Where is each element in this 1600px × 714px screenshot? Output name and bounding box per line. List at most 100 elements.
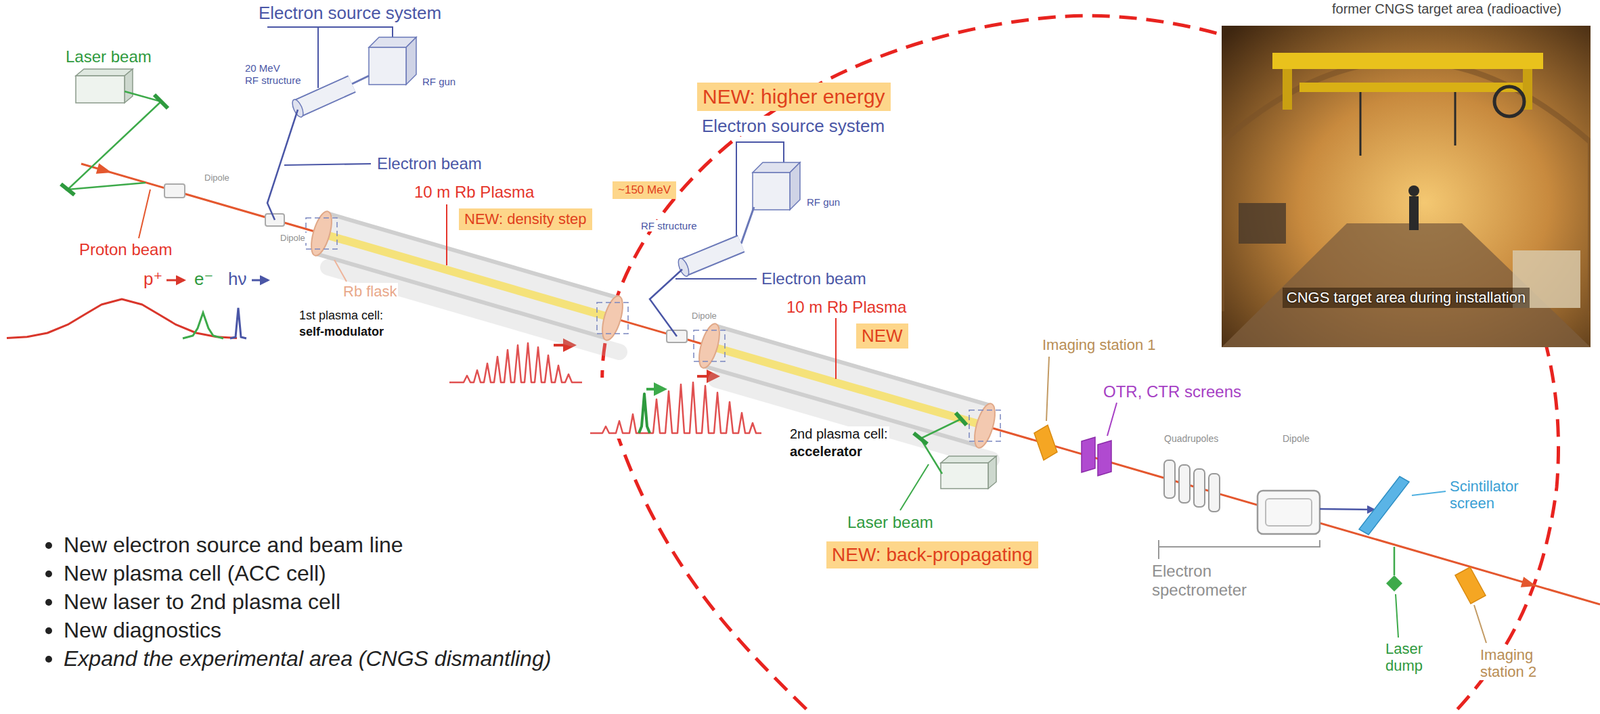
diagnostics <box>1097 440 1112 476</box>
diagnostic-label: Imaging station 2 <box>1478 646 1538 681</box>
beam-label: Electron beam <box>375 154 484 173</box>
bullet-dot <box>45 570 53 578</box>
laser-1 <box>75 75 125 103</box>
leader-line <box>446 204 448 266</box>
diagnostic-label: Laser dump <box>1384 640 1433 675</box>
new-tag: NEW: density step <box>458 208 593 231</box>
electron-source-2 <box>752 172 790 210</box>
energy-label: 20 MeV <box>243 62 282 74</box>
bullet-dot <box>45 542 53 663</box>
diagnostics <box>1257 490 1320 535</box>
bunch-profile <box>6 299 237 339</box>
component-label: Quadrupoles <box>1162 433 1220 444</box>
component-label: RF gun <box>420 75 457 88</box>
beam-label: Electron beam <box>760 269 868 289</box>
diagnostics <box>1319 508 1374 510</box>
tag-text: NEW: back-propagating <box>831 543 1033 567</box>
system-label: Electron source system <box>257 3 443 24</box>
component-label: RF gun <box>805 196 842 208</box>
tunnel-photo <box>1409 196 1419 231</box>
electron-source-2 <box>741 207 754 244</box>
plasma-cell <box>305 209 1001 451</box>
bullet-text: New plasma cell (ACC cell) <box>62 561 328 586</box>
leader-line <box>1395 594 1399 638</box>
laser-2 <box>940 456 997 463</box>
diagnostics <box>1193 469 1205 507</box>
leader-line <box>900 464 929 511</box>
electron-source-1 <box>297 83 352 109</box>
component-label: Dipole <box>1281 433 1311 444</box>
note-text: former CNGS target area (radioactive) <box>1330 1 1563 17</box>
diagnostic-label: Imaging station 2 <box>1478 646 1564 681</box>
component-label: RF gun <box>420 75 457 88</box>
electron-source-2 <box>683 243 742 268</box>
tunnel-photo <box>1494 86 1525 117</box>
component-label: RF structure <box>639 219 699 232</box>
dipole-magnet <box>164 184 185 198</box>
system-label: Electron source system <box>257 2 443 24</box>
component-label: Dipole <box>278 233 307 244</box>
diagnostic-label: Scintillator screen <box>1448 477 1544 513</box>
electron-source-1 <box>368 47 407 85</box>
beam-label: Electron beam <box>760 269 868 288</box>
bullet-text: New electron source and beam line <box>62 532 405 558</box>
diagnostics <box>1179 464 1190 503</box>
tunnel-photo <box>1454 92 1457 146</box>
plasma-cell <box>305 217 338 250</box>
leader-line <box>334 259 347 282</box>
leader-line <box>1046 356 1050 421</box>
plasma-label: 10 m Rb Plasma <box>412 182 536 202</box>
new-tag: NEW <box>856 323 909 349</box>
component-label: Electron spectrometer <box>1150 561 1249 599</box>
leader-line <box>1107 402 1117 436</box>
system-label: Electron source system <box>700 116 886 137</box>
laser-2 <box>920 418 962 474</box>
bunch-profile <box>166 279 185 282</box>
energy-tag: ~150 MeV <box>612 181 677 199</box>
proton-beam-line <box>1520 576 1537 587</box>
photo-panel: CNGS target area during installation <box>1221 25 1591 348</box>
tag-text: NEW <box>861 325 903 347</box>
beam-label: Electron beam <box>375 154 484 174</box>
tag-text: NEW: density step <box>464 210 587 229</box>
laser-1 <box>124 69 133 103</box>
diagnostics <box>1455 567 1486 604</box>
tunnel-photo <box>1359 92 1362 156</box>
component-label: Dipole <box>203 172 231 183</box>
beam-label: Proton beam <box>77 240 174 260</box>
diagnostics <box>1359 476 1410 535</box>
diagnostics <box>1034 425 1058 461</box>
diagnostic-label: Imaging station 1 <box>1040 336 1158 354</box>
electron-source-2 <box>676 257 692 278</box>
leader-line <box>1411 491 1446 496</box>
laser-2 <box>940 462 989 489</box>
tunnel-photo <box>1408 185 1420 197</box>
system-label: Electron source system <box>700 115 886 137</box>
tag-text: NEW: higher energy <box>702 84 886 109</box>
particle-symbol: p⁺ <box>142 268 164 290</box>
laser-1 <box>60 184 75 195</box>
tunnel-photo <box>1272 52 1544 70</box>
plasma-cell <box>305 217 1001 442</box>
proton-beam-line <box>96 163 112 174</box>
cell-label: 1st plasma cell: <box>297 308 385 323</box>
cell-label: 1st plasma cell: <box>297 308 385 323</box>
bullet-dot <box>45 627 53 635</box>
leader-line <box>138 189 151 239</box>
bullet-dot <box>45 598 53 606</box>
plasma-cell <box>598 293 627 343</box>
component-label: Rb flask <box>341 282 398 300</box>
diagnostics <box>1265 498 1312 526</box>
photo-caption: CNGS target area during installation <box>1282 287 1530 308</box>
bunch-sketch <box>449 343 583 383</box>
bunch-sketch <box>446 338 586 388</box>
plasma-cell <box>709 345 985 426</box>
diagnostic-label: Imaging station 1 <box>1040 336 1158 354</box>
tunnel-photo <box>1221 25 1591 348</box>
plasma-cell <box>307 209 336 258</box>
laser-label: Laser beam <box>846 513 935 532</box>
tunnel-photo <box>1238 203 1286 244</box>
particle-symbol: p⁺ <box>142 269 164 290</box>
component-label: Dipole <box>1281 433 1311 444</box>
dipole-magnet <box>164 184 687 343</box>
